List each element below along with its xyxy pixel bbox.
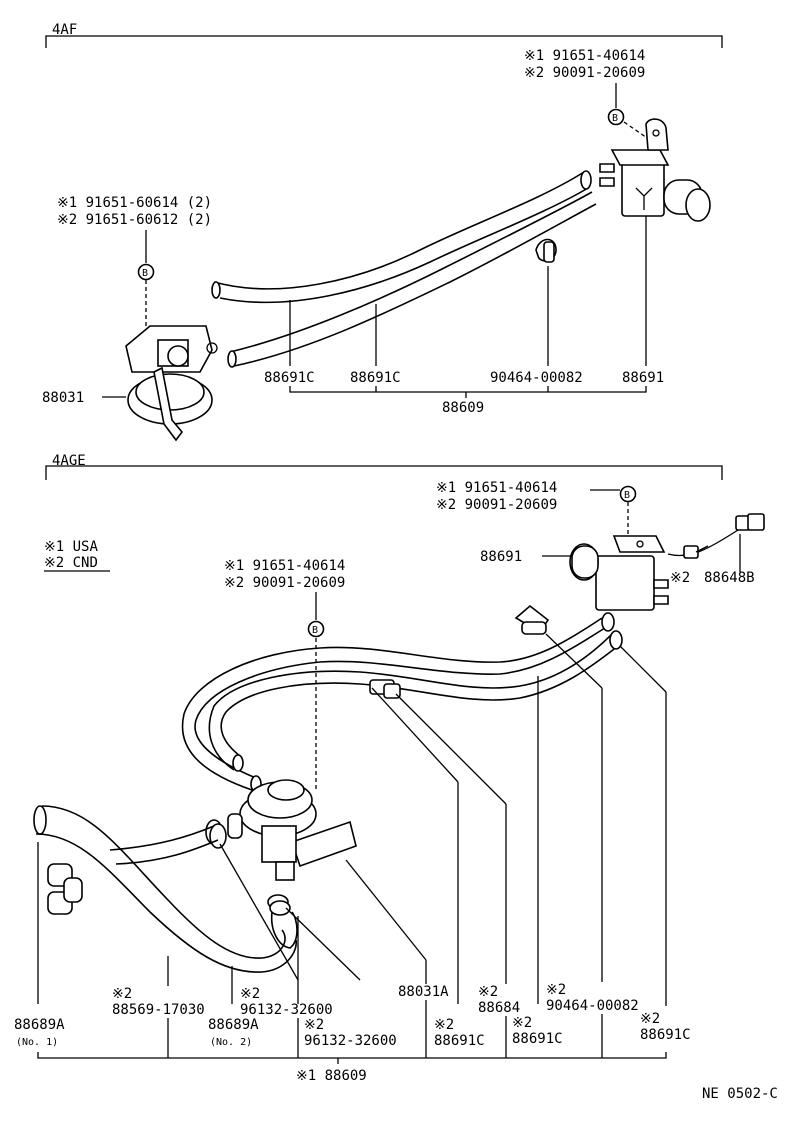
- vacuum-hose-pair: [211, 170, 597, 368]
- air-control-valve-icon: [227, 779, 357, 881]
- label-88648b-mark: ※2: [670, 570, 690, 586]
- valve-bolt-usa: ※1 91651-60614 (2): [57, 195, 212, 211]
- label-88569-17030: 88569-17030: [112, 1002, 205, 1018]
- hose-clamp-icon: [535, 238, 557, 263]
- section-bracket: [45, 465, 723, 480]
- leader-line: [395, 693, 507, 805]
- section-label-4af: 4AF: [52, 22, 77, 38]
- label-88031a: 88031A: [398, 984, 449, 1000]
- vsv-icon: [569, 535, 669, 611]
- assembly-bracket: [289, 386, 647, 393]
- label-88691c-b: 88691C: [350, 370, 401, 386]
- air-control-valve-icon: [125, 325, 218, 442]
- label-88691: 88691: [480, 549, 522, 565]
- leader-line: [285, 907, 361, 981]
- leader-line: [219, 843, 299, 981]
- bolt-marker-b: [607, 108, 625, 126]
- label-90464-00082: 90464-00082: [490, 370, 583, 386]
- check-valve-icon: [369, 679, 401, 699]
- label-88684-mark: ※2: [478, 984, 498, 1000]
- vacuum-hose-pair: [181, 612, 623, 793]
- bolt-marker-letter: B: [142, 268, 148, 279]
- label-88031: 88031: [42, 390, 84, 406]
- label-96132-32600-a: 96132-32600: [240, 1002, 333, 1018]
- bolt-marker-letter: B: [624, 490, 630, 501]
- leader-line: [371, 687, 459, 783]
- label-96132-a-mark: ※2: [240, 986, 260, 1002]
- bolt-marker-b: [137, 263, 155, 281]
- bolt-dash-line: [623, 121, 651, 141]
- section-bracket: [45, 35, 723, 48]
- label-88648b: 88648B: [704, 570, 755, 586]
- label-88689a-no2-sub: (No. 2): [210, 1037, 252, 1048]
- bolt-marker-b: [307, 620, 325, 638]
- connector-icon: [667, 513, 765, 559]
- label-88684: 88684: [478, 1000, 520, 1016]
- label-88691c-a: 88691C: [434, 1033, 485, 1049]
- hose-clip-icon: [47, 863, 83, 915]
- label-90464-00082: 90464-00082: [546, 998, 639, 1014]
- air-hose-pair: [33, 805, 297, 973]
- vsv-bolt-cnd: ※2 90091-20609: [524, 65, 645, 81]
- legend-usa: ※1 USA: [44, 539, 98, 555]
- valve-bolt-cnd: ※2 91651-60612 (2): [57, 212, 212, 228]
- vsv-icon: [599, 118, 711, 222]
- label-88691c-b-mark: ※2: [512, 1015, 532, 1031]
- hose-clamp-icon: [514, 604, 550, 635]
- label-88691c-c-mark: ※2: [640, 1011, 660, 1027]
- leader-line: [345, 859, 427, 961]
- vsv-bolt-usa: ※1 91651-40614: [436, 480, 557, 496]
- section-label-4age: 4AGE: [52, 453, 86, 469]
- valve-bolt-cnd: ※2 90091-20609: [224, 575, 345, 591]
- label-88569-mark: ※2: [112, 986, 132, 1002]
- leader-line: [545, 633, 603, 689]
- label-90464-mark: ※2: [546, 982, 566, 998]
- label-96132-b-mark: ※2: [304, 1017, 324, 1033]
- label-88689a-no1-sub: (No. 1): [16, 1037, 58, 1048]
- label-88691c-c: 88691C: [640, 1027, 691, 1043]
- label-88691: 88691: [622, 370, 664, 386]
- label-88691c-a: 88691C: [264, 370, 315, 386]
- label-88691c-b: 88691C: [512, 1031, 563, 1047]
- label-88689a-no1: 88689A: [14, 1017, 65, 1033]
- section-4af: 4AF ※1 91651-40614 ※2 90091-20609 B: [42, 22, 723, 442]
- section-4age: 4AGE ※1 USA ※2 CND ※1 91651-40614 ※2 900…: [14, 453, 765, 1084]
- legend-cnd: ※2 CND: [44, 555, 98, 571]
- valve-bolt-usa: ※1 91651-40614: [224, 558, 345, 574]
- label-88691c-a-mark: ※2: [434, 1017, 454, 1033]
- vacuum-hose: [270, 911, 298, 949]
- leader-line: [619, 645, 667, 693]
- label-88689a-no2: 88689A: [208, 1017, 259, 1033]
- vsv-bolt-cnd: ※2 90091-20609: [436, 497, 557, 513]
- label-88609: 88609: [442, 400, 484, 416]
- assembly-bracket: [37, 1052, 667, 1059]
- bolt-marker-letter: B: [312, 625, 318, 636]
- label-96132-32600-b: 96132-32600: [304, 1033, 397, 1049]
- label-88609-assembly: ※1 88609: [296, 1068, 367, 1084]
- bolt-marker-letter: B: [612, 113, 618, 124]
- vsv-bolt-usa: ※1 91651-40614: [524, 48, 645, 64]
- bolt-marker-b: [619, 485, 637, 503]
- footer-code: NE 0502-C: [702, 1086, 778, 1102]
